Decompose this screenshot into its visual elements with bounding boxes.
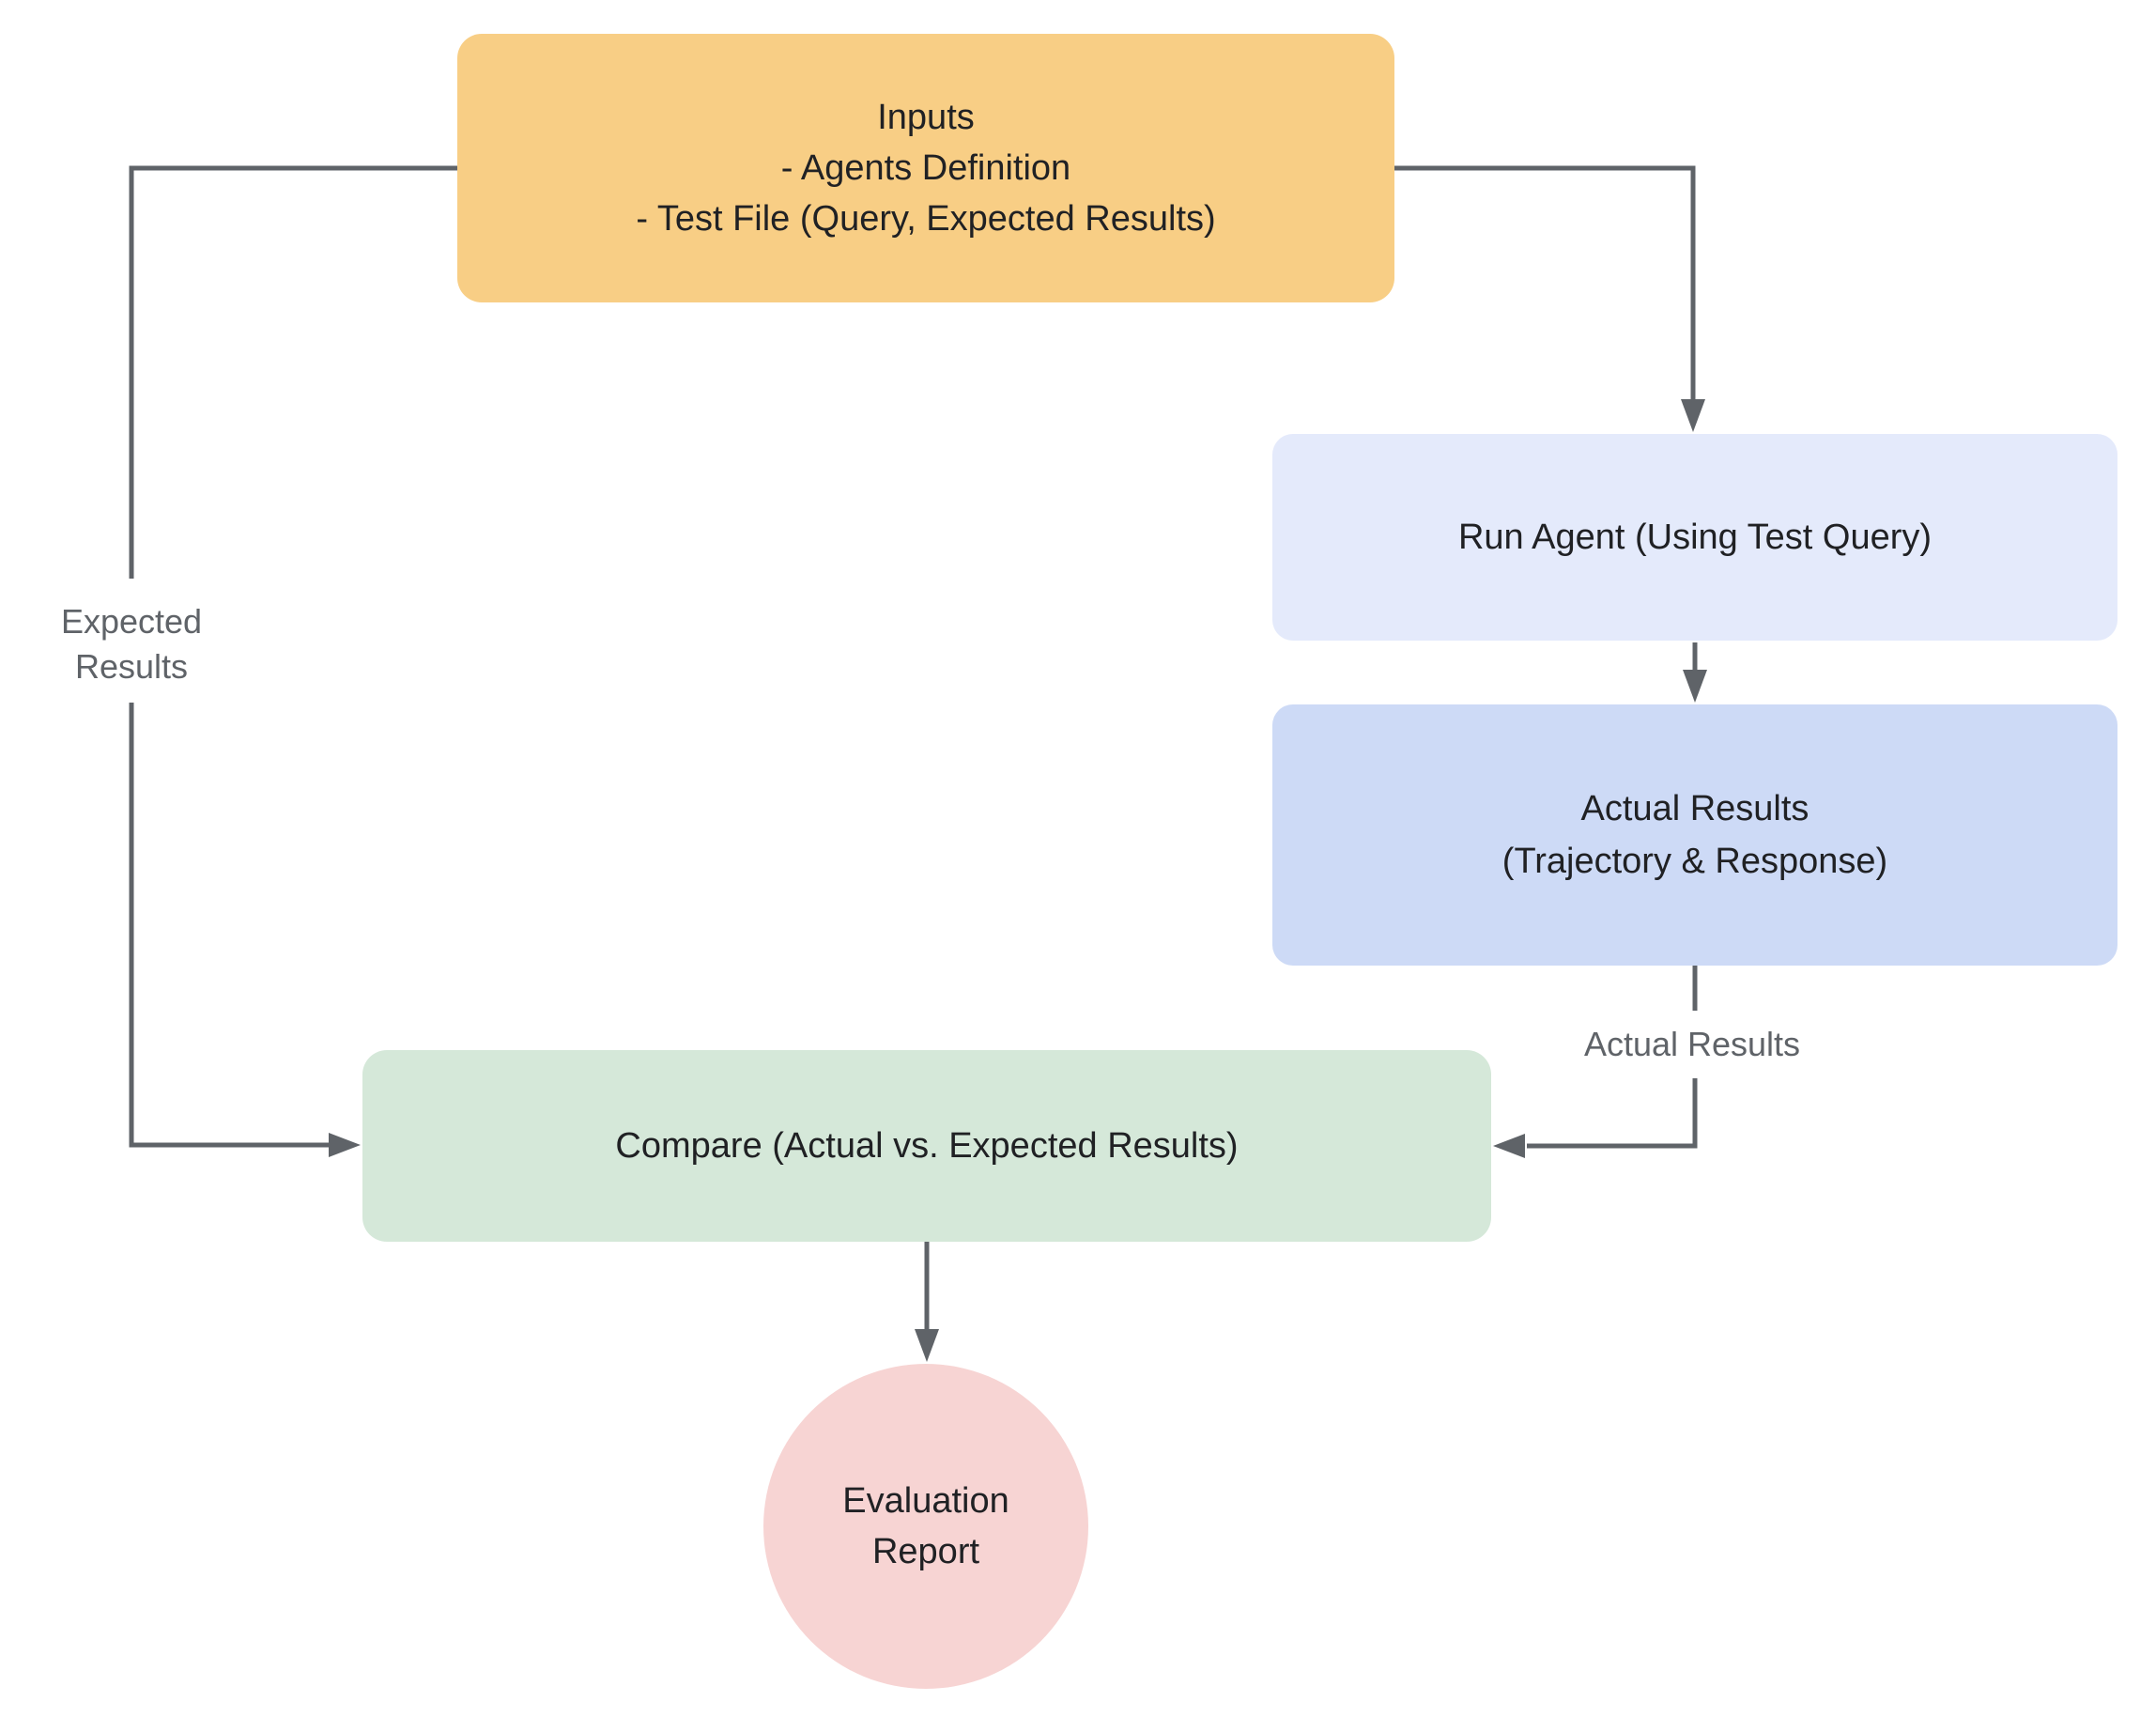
node-inputs-line-1: Inputs [877,98,975,137]
node-evaluation-line-2: Report [871,1532,980,1571]
edge-inputs-to-run-agent [1394,165,1696,401]
node-run-agent: Run Agent (Using Test Query) [1272,434,2118,641]
node-inputs: Inputs - Agents Definition - Test File (… [457,34,1394,302]
node-compare: Compare (Actual vs. Expected Results) [362,1050,1491,1242]
node-evaluation-line-1: Evaluation [842,1481,1009,1521]
node-inputs-line-3: - Test File (Query, Expected Results) [636,199,1216,239]
edge-label-expected-line-1: Expected [60,602,203,641]
node-evaluation-report: Evaluation Report [763,1364,1088,1689]
edge-label-actual-results: Actual Results [1583,1025,1801,1063]
node-actual-results: Actual Results (Trajectory & Response) [1272,704,2118,966]
node-run-agent-label: Run Agent (Using Test Query) [1457,518,1933,557]
edge-label-expected-line-2: Results [74,647,189,686]
arrowhead-into-run-agent [1681,399,1705,432]
edge-actual-results-to-compare-lower [1527,1078,1698,1149]
edge-inputs-to-compare-lower [129,703,331,1148]
node-actual-results-line-2: (Trajectory & Response) [1502,842,1888,881]
edge-label-expected-results: Expected Results [61,599,202,689]
edge-inputs-to-compare-upper [129,165,457,579]
node-inputs-line-2: - Agents Definition [780,148,1071,188]
arrowhead-into-actual-results [1683,670,1707,703]
node-actual-results-line-1: Actual Results [1580,789,1810,828]
arrowhead-into-evaluation [915,1329,939,1362]
arrowhead-into-compare-left [329,1133,361,1157]
arrowhead-into-compare-right [1493,1134,1525,1158]
node-compare-label: Compare (Actual vs. Expected Results) [615,1126,1239,1166]
